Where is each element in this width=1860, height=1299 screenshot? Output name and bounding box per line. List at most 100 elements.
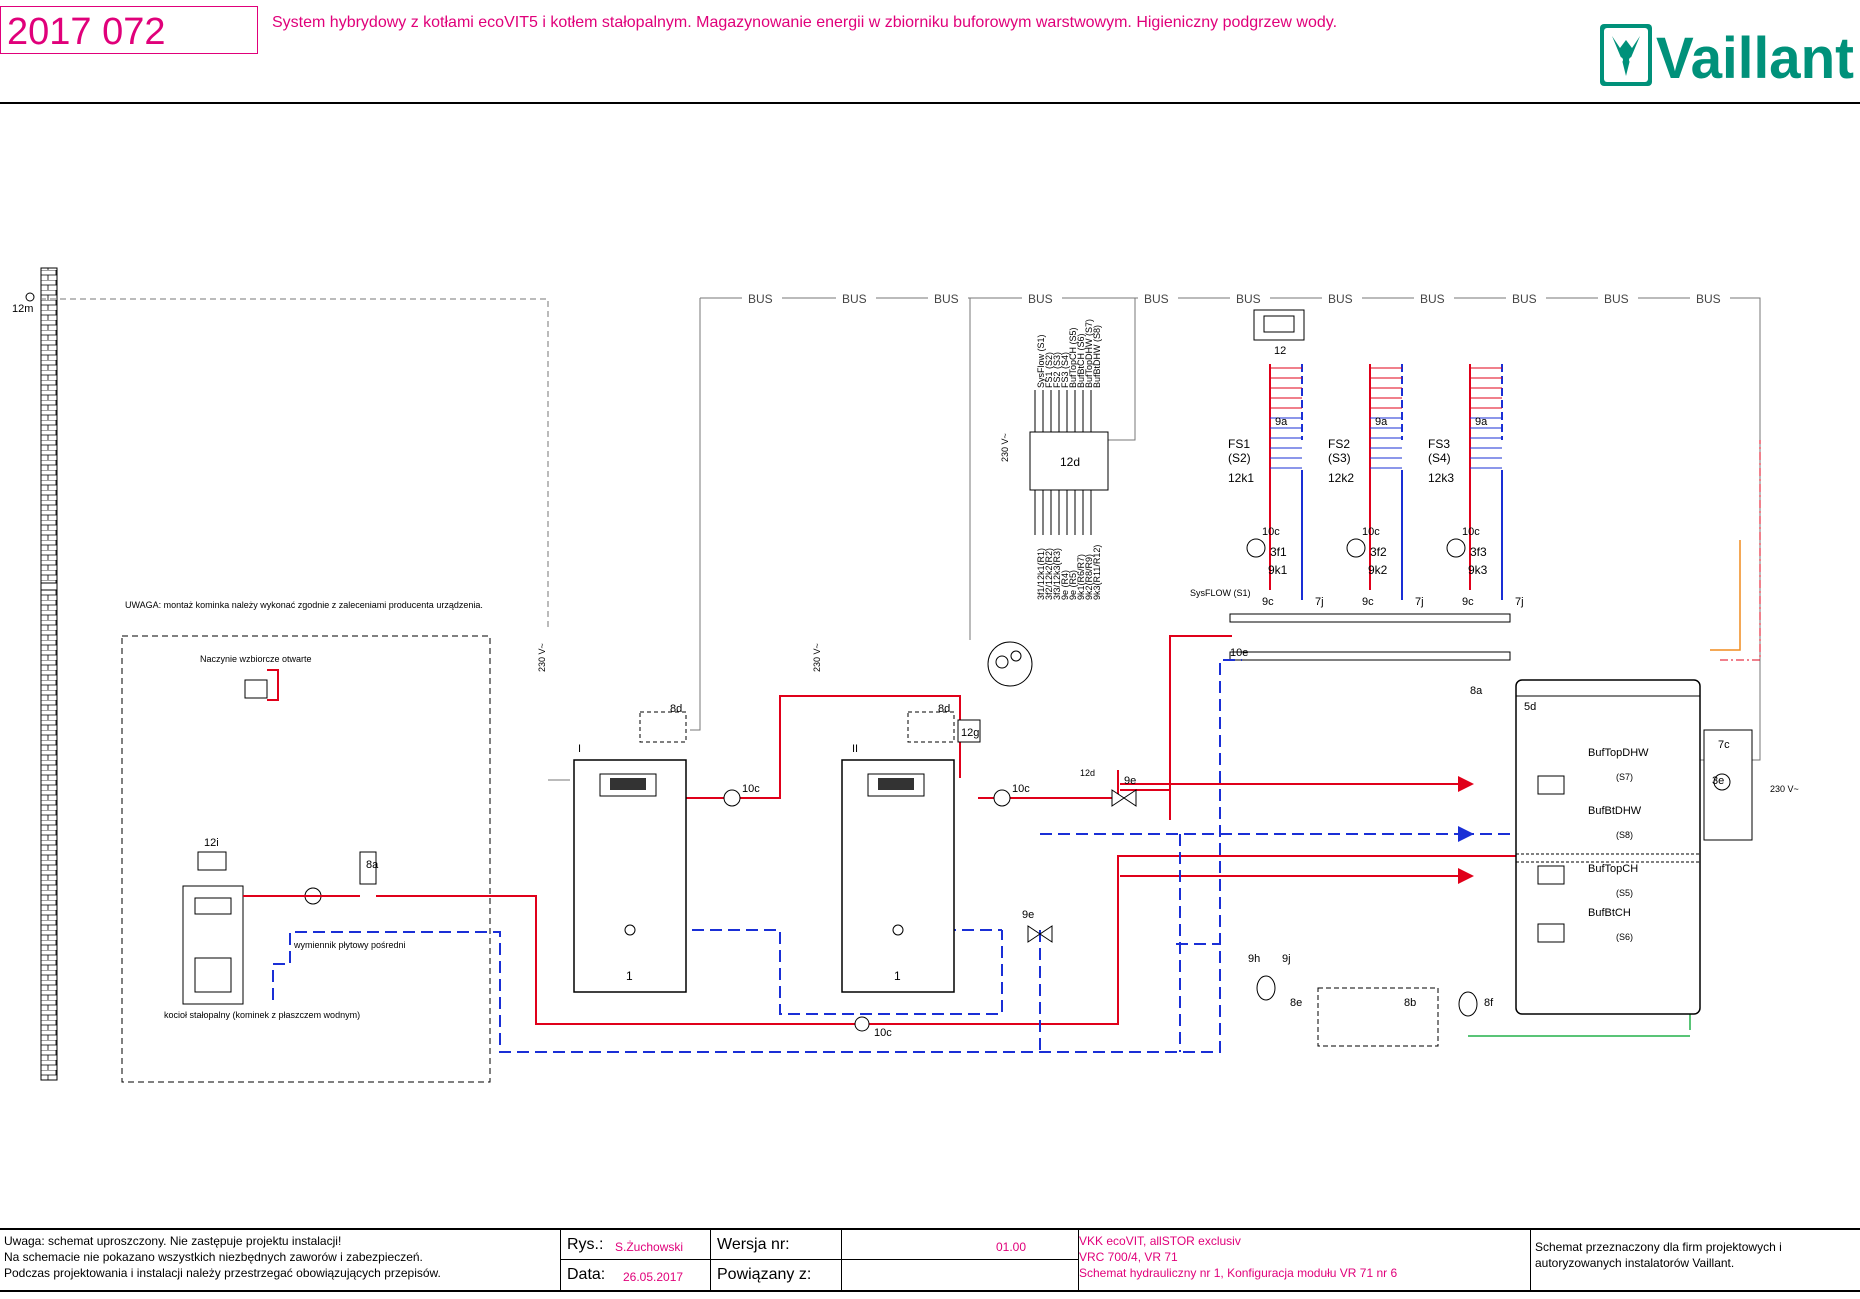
date-label: Data: (567, 1266, 606, 1283)
bus-label: BUS (1328, 292, 1353, 306)
chimney: 12m (12, 267, 549, 1081)
tag-8d: 8d (938, 703, 950, 715)
boiler-number: II (852, 743, 858, 755)
tag-9e: 9e (1124, 775, 1136, 787)
version-cell: Wersja nr: 01.00 Powiązany z: (710, 1230, 1079, 1290)
heating-circuits: FS1 (S2) 12k1 3f1 9k1 9a 10c 9c 7j FS2 (… (1228, 364, 1524, 608)
expansion-and-filling: 8e 9h 9j 8b 8f (1248, 953, 1690, 1047)
circuit-mixer: 12k2 (1328, 471, 1354, 485)
tag-9a: 9a (1275, 416, 1288, 428)
chimney-label: 12m (12, 303, 33, 315)
expansion-vessel-icon (1256, 975, 1276, 1001)
manifolds: SysFLOW (S1) 10e (1190, 588, 1511, 661)
drawn-by-label: Rys.: (567, 1236, 604, 1253)
boiler-pump-icon (993, 789, 1011, 807)
circuit-pump-icon (1446, 538, 1466, 558)
open-vessel-label: Naczynie wzbiorcze otwarte (200, 654, 312, 664)
gateway-icon (987, 641, 1033, 687)
sensor-label: BufTopCH (S5) (1068, 327, 1078, 388)
tag-10c: 10c (874, 1027, 892, 1039)
circuit-mixer: 12k3 (1428, 471, 1454, 485)
output-label: 9k2(R8/R9) (1084, 554, 1094, 600)
circuit-pump-icon (1246, 538, 1266, 558)
buffer-sensor-code: (S8) (1616, 830, 1633, 840)
bus-label: BUS (1696, 292, 1721, 306)
buffer-sensor-name: BufTopDHW (1588, 747, 1649, 759)
buffer-sensor-code: (S6) (1616, 932, 1633, 942)
voltage-label: 230 V~ (537, 643, 547, 672)
buffer-sensor-name: BufBtDHW (1588, 805, 1642, 817)
bus-labels: BUS BUS BUS BUS BUS BUS BUS BUS BUS BUS … (742, 290, 1730, 306)
circuit-s: (S3) (1328, 451, 1351, 465)
date-value: 26.05.2017 (623, 1270, 684, 1284)
tag-8a: 8a (1470, 685, 1483, 697)
circuit-fs: FS2 (1328, 437, 1350, 451)
controller-tag: 12d (1060, 455, 1080, 469)
sensor-label: FS1 (S2) (1044, 352, 1054, 388)
heating-circuit-2: FS2 (S3) 12k2 3f2 9k2 9a 10c 9c 7j (1328, 364, 1424, 608)
drawn-by-cell: Rys.: S.Żuchowski Data: 26.05.2017 (560, 1230, 711, 1290)
drawn-by-value: S.Żuchowski (615, 1240, 684, 1254)
circuit-valve: 9k3 (1468, 563, 1488, 577)
tag-10e: 10e (1230, 647, 1248, 659)
heating-circuit-3: FS3 (S4) 12k3 3f3 9k3 9a 10c 9c 7j (1428, 364, 1524, 608)
tag-10c: 10c (1362, 526, 1380, 538)
circuit-s: (S2) (1228, 451, 1251, 465)
tag-12g: 12g (961, 727, 979, 739)
output-label: 3f1/12k1(R1) (1036, 548, 1046, 600)
return-pump-icon (854, 1016, 870, 1032)
vaillant-logo: Vaillant (1600, 24, 1854, 90)
tag-10c: 10c (742, 783, 760, 795)
tag-7c: 7c (1718, 739, 1730, 751)
return-pipes (272, 659, 1510, 1053)
audience-line: autoryzowanych instalatorów Vaillant. (1535, 1256, 1735, 1270)
installation-note: UWAGA: montaż kominka należy wykonać zgo… (125, 600, 483, 610)
expansion-vessel-icon (1458, 991, 1478, 1017)
flue-sensor-icon (25, 292, 35, 302)
boiler-tag: 1 (626, 969, 633, 983)
boiler-number: I (578, 743, 581, 755)
hydraulic-schematic: 12m BUS BUS BUS BUS BUS BUS BUS BUS BUS … (12, 267, 1799, 1083)
mixing-valves: 9e 12d 9e 10c (854, 768, 1137, 1039)
tag-8f: 8f (1484, 997, 1494, 1009)
tag-12d: 12d (1080, 768, 1095, 778)
sensor-label: FS2 (S3) (1052, 352, 1062, 388)
scheme-title: System hybrydowy z kotłami ecoVIT5 i kot… (272, 14, 1338, 31)
product-cell: VKK ecoVIT, allSTOR exclusiv VRC 700/4, … (1078, 1230, 1530, 1290)
circuit-pump: 3f3 (1470, 545, 1487, 559)
product-line: VRC 700/4, VR 71 (1079, 1250, 1178, 1264)
plate-exchanger-label: wymiennik płytowy pośredni (293, 940, 406, 950)
tag-7j: 7j (1315, 596, 1324, 608)
circuit-s: (S4) (1428, 451, 1451, 465)
tag-12i: 12i (204, 837, 219, 849)
related-label: Powiązany z: (717, 1266, 812, 1283)
bus-label: BUS (1512, 292, 1537, 306)
bus-label: BUS (1236, 292, 1261, 306)
circuit-pump: 3f1 (1270, 545, 1287, 559)
bus-label: BUS (1144, 292, 1169, 306)
plate-exchanger-icon (359, 851, 377, 885)
buffer-sensor-name: BufBtCH (1588, 907, 1631, 919)
buffer-tank: 5d BufTopDHW (S7) BufBtDHW (S8) BufTopCH… (1470, 440, 1799, 1015)
output-label: 3f2/12k2(R2) (1044, 548, 1054, 600)
footer-note: Na schemacie nie pokazano wszystkich nie… (4, 1250, 423, 1264)
output-label: 9k3(R11/R12) (1092, 545, 1102, 600)
sensor-label: BufBtCH (S6) (1076, 333, 1086, 388)
output-label: 9k1(R6/R7) (1076, 554, 1086, 600)
output-label: 3f3/12k3(R3) (1052, 548, 1062, 600)
sysflow-label: SysFLOW (S1) (1190, 588, 1251, 598)
open-vessel-icon (244, 679, 268, 699)
tag-8d: 8d (670, 703, 682, 715)
audience-cell: Schemat przeznaczony dla firm projektowy… (1530, 1230, 1860, 1290)
voltage-label: 230 V~ (1000, 433, 1010, 462)
tag-8e: 8e (1290, 997, 1302, 1009)
tag-3e: 3e (1712, 775, 1724, 787)
output-label: 9e (R5) (1068, 570, 1078, 600)
gas-boiler-2: 1 II 8d 12g 10c 230 V~ (812, 641, 1033, 993)
solid-boiler-label: kocioł stałopalny (kominek z płaszczem w… (164, 1010, 360, 1020)
bus-label: BUS (748, 292, 773, 306)
circuit-mixer: 12k1 (1228, 471, 1254, 485)
voltage-label: 230 V~ (1770, 784, 1799, 794)
header: 2017 072 System hybrydowy z kotłami ecoV… (0, 0, 1860, 104)
sensor-label: SysFlow (S1) (1036, 334, 1046, 388)
